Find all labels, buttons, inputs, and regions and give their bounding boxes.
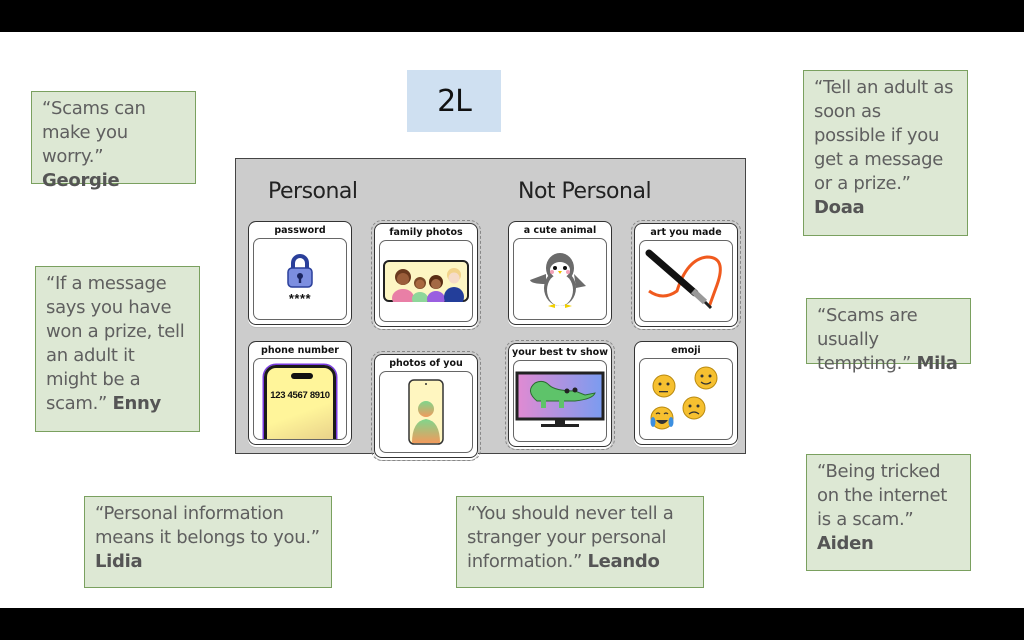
card-label: art you made <box>650 227 722 238</box>
card-phone-number[interactable]: phone number 123 4567 8910 <box>248 341 352 445</box>
quote-aiden: “Being tricked on the internet is a scam… <box>806 454 971 571</box>
card-label: a cute animal <box>523 225 597 236</box>
quote-text: “If a message says you have won a prize,… <box>46 273 185 414</box>
card-best-tv-show[interactable]: your best tv show <box>505 340 615 450</box>
phone-number-text: 123 4567 8910 <box>270 390 330 401</box>
phone-icon: 123 4567 8910 <box>264 365 336 439</box>
card-label: photos of you <box>389 358 463 369</box>
card-family-photos[interactable]: family photos <box>371 220 481 330</box>
quote-author: Enny <box>112 393 162 414</box>
emoji-faces-icon <box>650 366 718 430</box>
card-label: password <box>274 225 326 236</box>
heading-personal: Personal <box>268 179 358 204</box>
quote-mila: “Scams are usually tempting.” Mila <box>806 298 971 374</box>
letterbox-bottom <box>0 608 1024 640</box>
family-photo-icon <box>383 260 469 302</box>
quote-text: “Tell an adult as soon as possible if yo… <box>814 77 954 194</box>
card-password[interactable]: password **** <box>248 221 352 325</box>
card-photos-of-you[interactable]: photos of you <box>371 351 481 461</box>
card-label: family photos <box>389 227 463 238</box>
quote-author: Aiden <box>817 533 874 554</box>
quote-text: “Scams can make you worry.” <box>42 98 146 167</box>
selfie-phone-icon <box>408 379 444 445</box>
quote-enny: “If a message says you have won a prize,… <box>35 266 200 432</box>
card-label: phone number <box>261 345 339 356</box>
quote-leando: “You should never tell a stranger your p… <box>456 496 704 588</box>
password-mask: **** <box>288 290 312 306</box>
penguin-icon <box>530 253 586 308</box>
quote-doaa: “Tell an adult as soon as possible if yo… <box>803 70 968 236</box>
quote-lidia: “Personal information means it belongs t… <box>84 496 332 588</box>
quote-author: Leando <box>587 551 660 572</box>
pen-drawing-icon <box>645 249 722 310</box>
card-cute-animal[interactable]: a cute animal <box>508 221 612 325</box>
slide: 2L “Scams can make you worry.” Georgie “… <box>0 32 1024 608</box>
quote-text: “Personal information means it belongs t… <box>95 503 320 548</box>
quote-author: Georgie <box>42 170 120 191</box>
letterbox-top <box>0 0 1024 32</box>
sorting-board: Personal Not Personal password **** fami… <box>235 158 746 461</box>
quote-text: “You should never tell a stranger your p… <box>467 503 674 572</box>
tv-crocodile-icon <box>515 371 605 427</box>
quote-author: Doaa <box>814 197 865 218</box>
quote-georgie: “Scams can make you worry.” Georgie <box>31 91 196 191</box>
card-label: emoji <box>671 345 701 356</box>
card-emoji[interactable]: emoji <box>634 341 738 445</box>
padlock-icon <box>287 253 313 288</box>
card-label: your best tv show <box>512 347 608 358</box>
quote-text: “Scams are usually tempting.” <box>817 305 918 374</box>
quote-author: Lidia <box>95 551 143 572</box>
class-badge: 2L <box>407 70 501 132</box>
quote-text: “Being tricked on the internet is a scam… <box>817 461 948 530</box>
quote-author: Mila <box>916 353 958 374</box>
heading-not-personal: Not Personal <box>518 179 652 204</box>
card-art-you-made[interactable]: art you made <box>631 220 741 330</box>
